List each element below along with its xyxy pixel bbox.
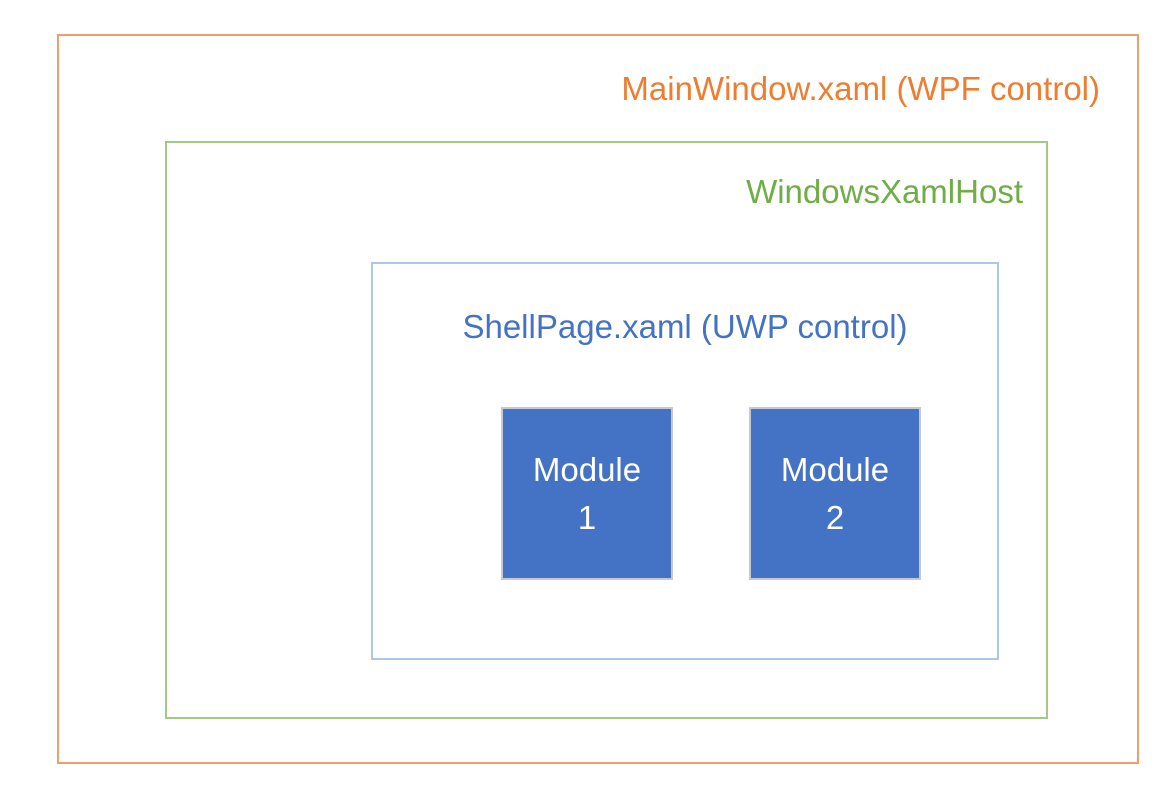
- module-2-box: Module 2: [749, 407, 921, 580]
- module-2-number: 2: [825, 498, 845, 536]
- module-1-number: 1: [577, 498, 597, 536]
- windowsxamlhost-label: WindowsXamlHost: [746, 173, 1023, 210]
- mainwindow-wpf-box: MainWindow.xaml (WPF control) WindowsXam…: [57, 34, 1139, 764]
- shellpage-uwp-box: ShellPage.xaml (UWP control) Module 1 Mo…: [371, 262, 999, 660]
- mainwindow-wpf-label: MainWindow.xaml (WPF control): [621, 70, 1100, 107]
- module-1-box: Module 1: [501, 407, 673, 580]
- shellpage-uwp-label: ShellPage.xaml (UWP control): [462, 308, 908, 345]
- module-2-name: Module: [780, 450, 890, 488]
- module-1-name: Module: [532, 450, 642, 488]
- windowsxamlhost-box: WindowsXamlHost ShellPage.xaml (UWP cont…: [165, 141, 1048, 719]
